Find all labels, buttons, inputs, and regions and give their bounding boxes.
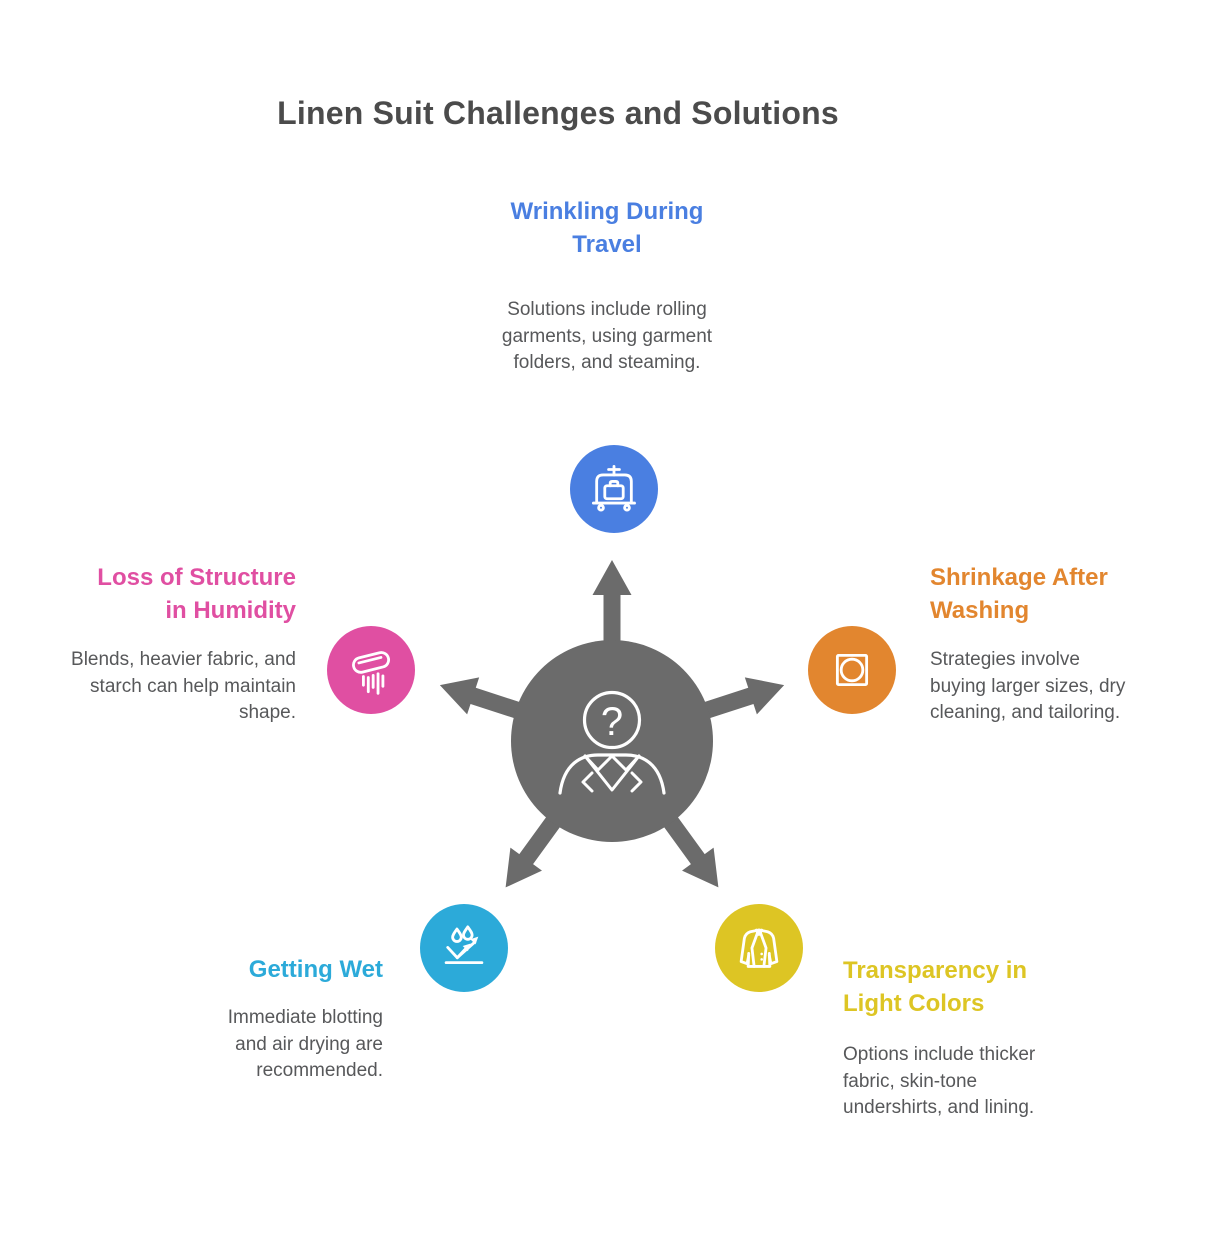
- page-title: Linen Suit Challenges and Solutions: [277, 95, 839, 132]
- node-title: Getting Wet: [248, 956, 383, 983]
- hub-graphic: ?: [439, 560, 785, 888]
- node-description: Solutions include rolling garments, usin…: [501, 299, 713, 373]
- suit-jacket-icon: [715, 904, 803, 992]
- luggage-cart-icon: [570, 445, 658, 533]
- node-title: Shrinkage After Washing: [930, 564, 1108, 624]
- node-description: Immediate blotting and air drying are re…: [227, 1007, 383, 1081]
- node-description: Options include thicker fabric, skin-ton…: [843, 1044, 1036, 1118]
- damp-fabric-icon: [327, 626, 415, 714]
- question-person-icon: ?: [558, 690, 666, 795]
- node-title: Wrinkling During Travel: [510, 198, 704, 258]
- node-title: Transparency in Light Colors: [843, 957, 1028, 1017]
- laundry-symbol-icon: [808, 626, 896, 714]
- water-repellent-icon: [420, 904, 508, 992]
- node-title: Loss of Structure in Humidity: [97, 564, 296, 624]
- node-description: Blends, heavier fabric, and starch can h…: [71, 649, 296, 723]
- svg-text:?: ?: [601, 700, 623, 744]
- node-description: Strategies involve buying larger sizes, …: [930, 649, 1126, 723]
